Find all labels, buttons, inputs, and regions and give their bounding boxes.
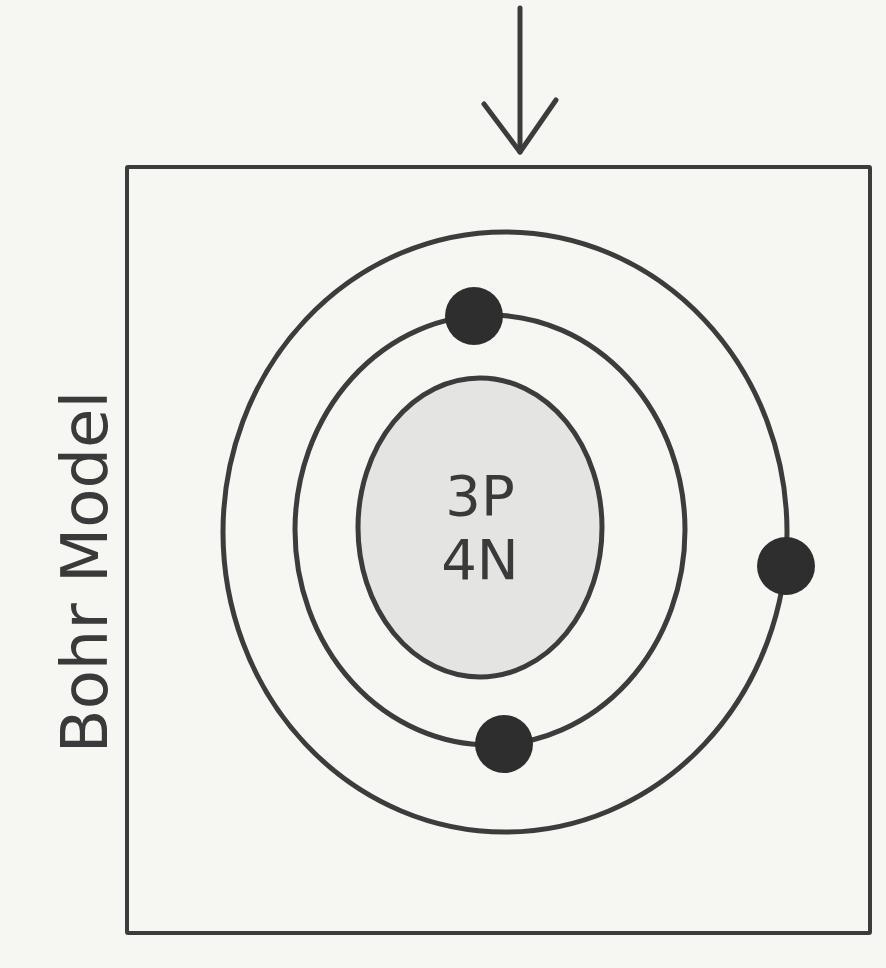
electron (445, 287, 503, 345)
model-frame: Bohr Model3P4N (125, 165, 872, 935)
pointer-arrow-shaft (518, 8, 523, 152)
nucleus: 3P4N (355, 375, 605, 680)
particle-count: 4N (441, 532, 519, 588)
outer-orbit (223, 232, 787, 832)
electron (757, 537, 815, 595)
electron (475, 715, 533, 773)
side-label: Bohr Model (53, 391, 117, 753)
nucleus-outline (355, 375, 605, 680)
nucleus-ellipse (358, 378, 602, 677)
pointer-arrow-head (484, 100, 556, 152)
particle-count: 3P (445, 468, 514, 524)
inner-orbit (295, 315, 685, 745)
